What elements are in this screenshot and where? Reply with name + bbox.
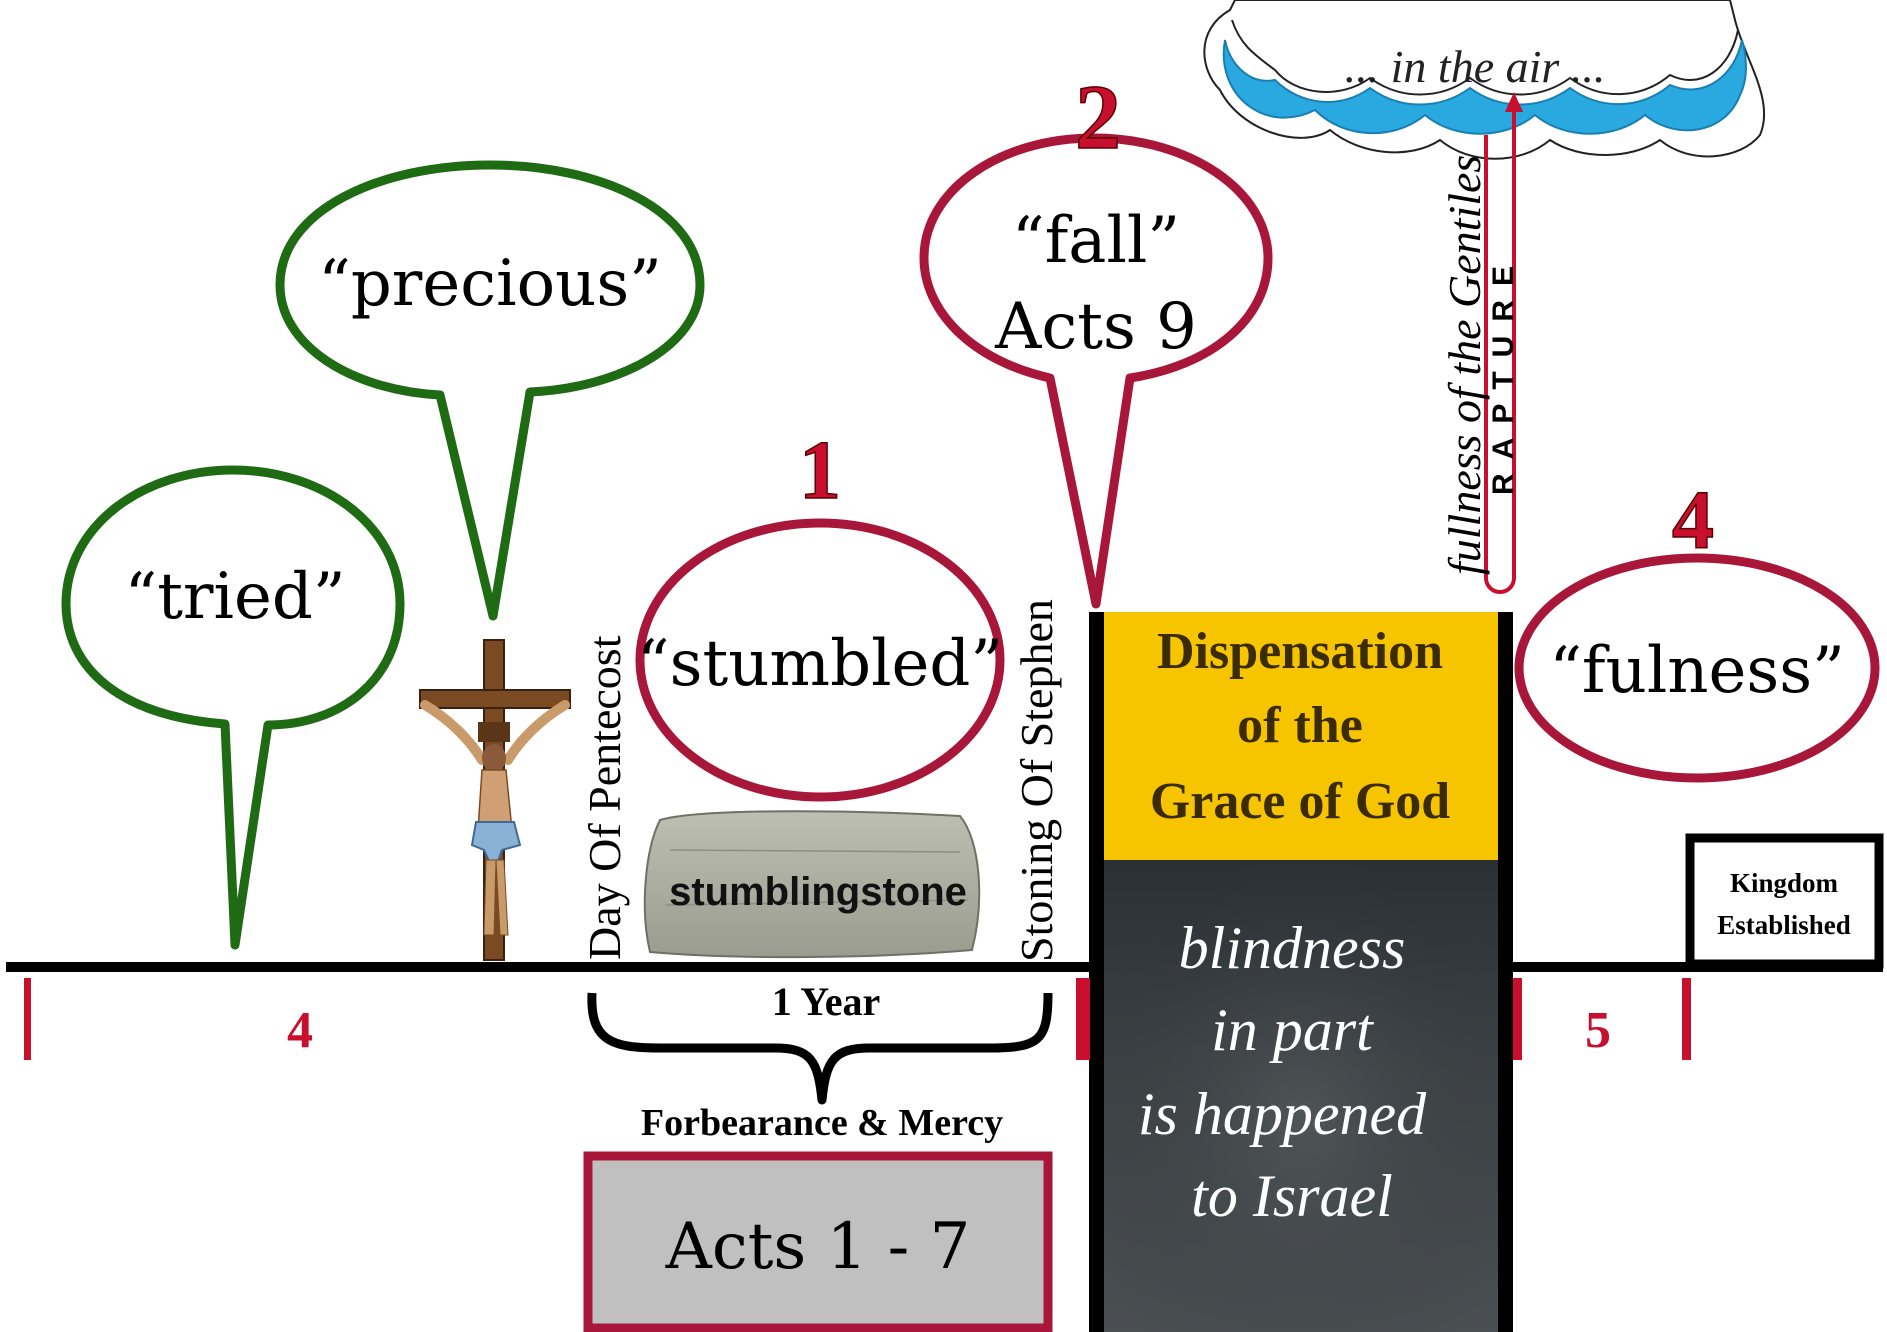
grace-box	[1102, 612, 1502, 862]
tick-grace-start	[1076, 978, 1090, 1060]
stumblingstone-image: stumblingstone	[643, 810, 981, 959]
one-year-label: 1 Year	[772, 979, 880, 1024]
fall-reference: Acts 9	[994, 290, 1197, 364]
tried-label: “tried”	[124, 560, 345, 634]
tick-start	[24, 978, 31, 1060]
gentiles-label: fullness of the Gentiles	[1439, 155, 1490, 575]
fall-label: “fall”	[1012, 204, 1180, 278]
acts-box-label: Acts 1 - 7	[665, 1210, 971, 1284]
blindness-line-3: is happened	[1138, 1081, 1427, 1147]
crucifix-image	[419, 639, 571, 961]
stephen-label: Stoning Of Stephen	[1011, 599, 1062, 962]
tick-grace-end	[1513, 978, 1522, 1060]
number-4: 4	[1672, 474, 1714, 567]
tried-bubble: “tried”	[61, 465, 405, 950]
cloud-text: ... in the air ...	[1345, 41, 1606, 92]
blindness-line-1: blindness	[1179, 915, 1406, 981]
precious-label: “precious”	[318, 247, 662, 321]
grace-line-1: Dispensation	[1157, 623, 1443, 680]
stumblingstone-label: stumblingstone	[669, 870, 967, 914]
tick-kingdom	[1682, 978, 1691, 1060]
grace-line-2: of the	[1237, 697, 1363, 754]
blindness-line-4: to Israel	[1191, 1163, 1393, 1229]
rapture-arrow	[1484, 92, 1523, 594]
pentecost-label: Day Of Pentecost	[579, 635, 630, 960]
cloud: ... in the air ...	[1203, 0, 1766, 160]
kingdom-box	[1685, 833, 1884, 969]
kingdom-line-2: Established	[1717, 910, 1851, 940]
precious-bubble: “precious”	[275, 160, 705, 621]
number-1: 1	[799, 424, 841, 517]
grace-column: Dispensation of the Grace of God blindne…	[1089, 612, 1513, 1332]
one-year-brace	[587, 992, 1053, 1105]
stumbled-label: “stumbled”	[637, 627, 1003, 701]
acts-box	[583, 1151, 1053, 1332]
timeline-left	[6, 962, 1089, 972]
fall-bubble: “fall” Acts 9	[919, 133, 1273, 609]
rapture-arrowhead	[1505, 92, 1523, 112]
kingdom-line-1: Kingdom	[1730, 868, 1839, 898]
fulness-label: “fulness”	[1549, 634, 1845, 708]
stumbled-bubble: “stumbled”	[635, 518, 1005, 802]
segment-5-label: 5	[1585, 1002, 1611, 1059]
number-2: 2	[1075, 66, 1121, 168]
blindness-line-2: in part	[1211, 997, 1374, 1063]
segment-4-label: 4	[287, 1002, 313, 1059]
grace-line-3: Grace of God	[1150, 773, 1450, 830]
rapture-label: RAPTURE	[1487, 252, 1520, 495]
forbearance-label: Forbearance & Mercy	[641, 1102, 1003, 1144]
fulness-bubble: “fulness”	[1514, 553, 1880, 783]
